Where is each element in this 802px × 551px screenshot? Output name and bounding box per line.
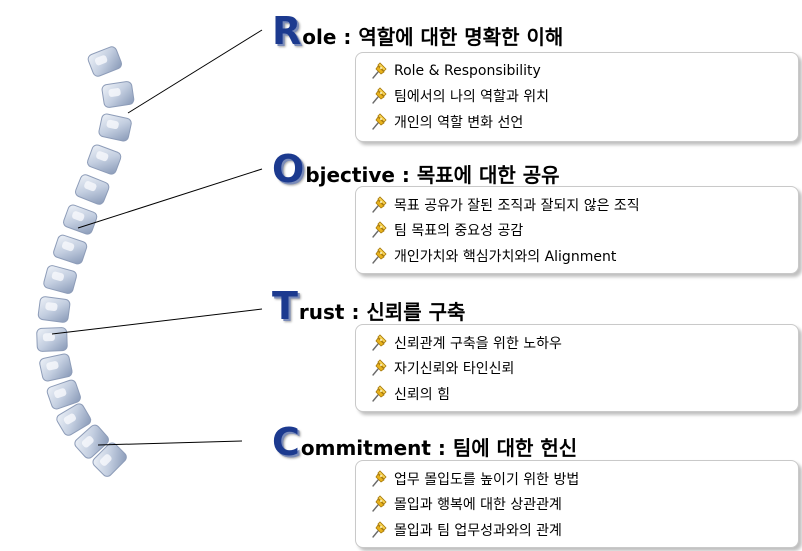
- list-item: 몰입과 팀 업무성과와의 관계: [370, 517, 788, 543]
- vertebra-highlight: [72, 211, 85, 222]
- vertebra-highlight: [45, 302, 58, 312]
- vertebrae-group: [36, 46, 135, 477]
- list-item: 신뢰의 힘: [370, 381, 788, 407]
- connector-line-role: [127, 29, 263, 114]
- list-item-text: 신뢰관계 구축을 위한 노하우: [394, 335, 562, 352]
- vertebra-highlight: [108, 88, 121, 97]
- vertebra-highlight: [51, 271, 65, 282]
- section-box-commitment: 업무 몰입도를 높이기 위한 방법 몰입과 행복에 대한 상관관계 몰입과 팀 …: [355, 460, 799, 548]
- vertebra-highlight: [54, 388, 67, 399]
- section-heading: ole : 역할에 대한 명확한 이해: [302, 25, 564, 49]
- vertebra-highlight: [84, 181, 97, 192]
- list-item: 신뢰관계 구축을 위한 노하우: [370, 330, 788, 356]
- pushpin-icon: [372, 62, 387, 79]
- section-initial: O: [272, 147, 305, 191]
- pushpin-icon: [372, 521, 387, 538]
- section-title-commitment: C ommitment : 팀에 대한 헌신: [272, 423, 577, 463]
- list-item: Role & Responsibility: [370, 58, 788, 84]
- vertebra-highlight: [99, 454, 112, 466]
- vertebra-highlight: [63, 413, 76, 425]
- section-title-trust: T rust : 신뢰를 구축: [272, 287, 465, 327]
- pushpin-icon: [372, 221, 387, 238]
- list-item-text: 목표 공유가 잘된 조직과 잘되지 않은 조직: [394, 197, 640, 214]
- pushpin-icon: [372, 247, 387, 264]
- pushpin-icon: [372, 359, 387, 376]
- list-item: 목표 공유가 잘된 조직과 잘되지 않은 조직: [370, 192, 788, 218]
- pushpin-icon: [372, 470, 387, 487]
- list-item-text: 업무 몰입도를 높이기 위한 방법: [394, 471, 580, 488]
- section-initial: R: [272, 9, 302, 53]
- pushpin-icon: [372, 113, 387, 130]
- vertebra-highlight: [94, 55, 108, 66]
- pushpin-icon: [372, 87, 387, 104]
- section-initial: T: [272, 284, 298, 328]
- section-title-role: R ole : 역할에 대한 명확한 이해: [272, 12, 563, 52]
- pushpin-icon: [372, 334, 387, 351]
- list-item: 개인가치와 핵심가치와의 Alignment: [370, 243, 788, 269]
- section-heading: rust : 신뢰를 구축: [298, 300, 466, 324]
- vertebra-highlight: [61, 241, 75, 252]
- list-item-text: Role & Responsibility: [394, 62, 541, 79]
- list-item-text: 신뢰의 힘: [394, 386, 450, 403]
- list-item-text: 개인가치와 핵심가치와의 Alignment: [394, 248, 617, 265]
- vertebra-highlight: [42, 333, 55, 342]
- list-item: 팀 목표의 중요성 공감: [370, 218, 788, 244]
- vertebra-highlight: [81, 436, 94, 448]
- pushpin-icon: [372, 495, 387, 512]
- list-item: 몰입과 행복에 대한 상관관계: [370, 492, 788, 518]
- section-box-trust: 신뢰관계 구축을 위한 노하우 자기신뢰와 타인신뢰 신뢰의 힘: [355, 324, 799, 412]
- list-item: 개인의 역할 변화 선언: [370, 109, 788, 135]
- list-item-text: 개인의 역할 변화 선언: [394, 114, 524, 131]
- connector-lines: [51, 29, 263, 446]
- connector-line-objective: [77, 168, 263, 229]
- list-item-text: 몰입과 팀 업무성과와의 관계: [394, 522, 562, 539]
- connector-line-commitment: [97, 440, 243, 446]
- list-item: 자기신뢰와 타인신뢰: [370, 356, 788, 382]
- vertebra-highlight: [96, 151, 109, 162]
- section-title-objective: O bjective : 목표에 대한 공유: [272, 150, 560, 190]
- list-item-text: 몰입과 행복에 대한 상관관계: [394, 497, 562, 514]
- pushpin-icon: [372, 385, 387, 402]
- section-box-objective: 목표 공유가 잘된 조직과 잘되지 않은 조직 팀 목표의 중요성 공감 개인가…: [355, 186, 799, 274]
- vertebra-highlight: [106, 119, 119, 130]
- list-item-text: 팀에서의 나의 역할과 위치: [394, 89, 550, 106]
- section-initial: C: [272, 420, 300, 464]
- list-item-text: 자기신뢰와 타인신뢰: [394, 361, 515, 378]
- pushpin-icon: [372, 196, 387, 213]
- section-heading: ommitment : 팀에 대한 헌신: [300, 436, 578, 460]
- list-item: 팀에서의 나의 역할과 위치: [370, 84, 788, 110]
- list-item: 업무 몰입도를 높이기 위한 방법: [370, 466, 788, 492]
- section-heading: bjective : 목표에 대한 공유: [305, 163, 560, 187]
- section-box-role: Role & Responsibility 팀에서의 나의 역할과 위치 개인의…: [355, 52, 799, 142]
- list-item-text: 팀 목표의 중요성 공감: [394, 223, 524, 240]
- connector-line-trust: [51, 308, 263, 335]
- vertebra-highlight: [46, 361, 59, 371]
